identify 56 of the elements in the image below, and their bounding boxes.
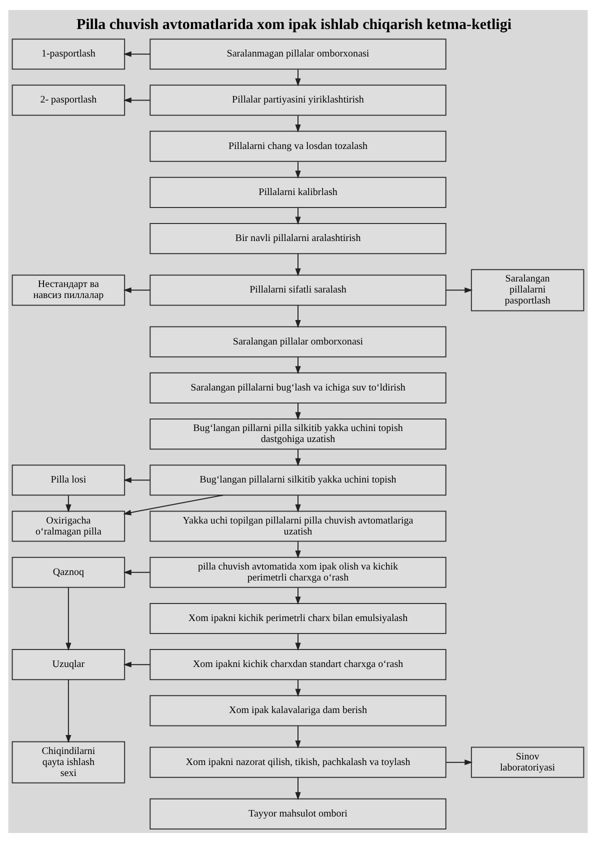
node-box: Pilla losi [12, 464, 126, 496]
arrow [295, 540, 301, 558]
node-box: Pillalar partiyasini yiriklashtirish [150, 84, 446, 116]
node-box: Sinov laboratoriyasi [470, 746, 584, 778]
arrow [295, 402, 301, 420]
node-box: Нестандарт ва навсиз пиллалар [12, 274, 126, 306]
node-box: Pillalarni chang va losdan tozalash [150, 130, 446, 162]
arrow [123, 569, 150, 575]
node-box: Qaznoq [12, 556, 126, 588]
arrow [295, 304, 301, 328]
arrow [123, 96, 150, 103]
arrow [295, 724, 301, 748]
node-box: Saralangan pillalar omborxonasi [150, 326, 446, 357]
node-box: Xom ipakni nazorat qilish, tikish, pachkalash va toylash [150, 746, 446, 778]
node-box: Xom ipak kalavalariga dam berish [150, 694, 446, 726]
node-box: Saralangan pillalarni pasportlash [470, 268, 584, 311]
arrow [66, 678, 72, 742]
node-box: Bug‘langan pillarni pilla silkitib yakka uchini topish dastgohiga uzatish [150, 418, 446, 450]
arrow [295, 252, 301, 276]
arrow [123, 286, 150, 292]
arrow [123, 476, 150, 482]
node-box: Oxirigacha o‘ralmagan pilla [12, 510, 126, 542]
node-box: Chiqindilarni qayta ishlash sexi [12, 740, 126, 783]
arrow [123, 50, 150, 56]
arrow [295, 206, 301, 224]
arrow [123, 661, 150, 667]
arrow [446, 286, 473, 292]
node-box: Uzuqlar [12, 648, 126, 680]
arrow [295, 356, 301, 374]
arrow [123, 494, 224, 515]
node-box: pilla chuvish avtomatida xom ipak olish va kichik perimetrli charxga o‘rash [150, 556, 446, 588]
arrow [295, 586, 301, 604]
node-box: Tayyor mahsulot ombori [150, 798, 446, 829]
arrow [295, 679, 301, 696]
node-box: Xom ipakni kichik perimetrli charx bilan emulsiyalash [150, 602, 446, 634]
node-box: Xom ipakni kichik charxdan standart charxga o‘rash [150, 648, 446, 680]
arrow [66, 586, 72, 650]
node-box: Pillalarni kalibrlash [150, 176, 446, 208]
arrow [295, 448, 301, 466]
arrow [295, 160, 301, 178]
node-box: Yakka uchi topilgan pillalarni pilla chuvish avtomatlariga uzatish [150, 510, 446, 542]
arrow [295, 632, 301, 650]
arrow [295, 114, 301, 132]
arrow [295, 68, 301, 86]
arrow [295, 494, 301, 512]
node-box: Bir navli pillalarni aralashtirish [150, 222, 446, 254]
node-box: 1-pasportlash [12, 38, 126, 70]
arrow [295, 776, 301, 800]
node-box: Saralangan pillalarni bug‘lash va ichiga suv to‘ldirish [150, 372, 446, 403]
arrow [66, 494, 72, 512]
node-box: Saralanmagan pillalar omborxonasi [150, 38, 446, 70]
node-box: 2- pasportlash [12, 84, 126, 116]
node-box: Bug‘langan pillalarni silkitib yakka uchini topish [150, 464, 446, 496]
node-box: Pillalarni sifatli saralash [150, 274, 446, 306]
diagram-title: Pilla chuvish avtomatlarida xom ipak ishlab chiqarish ketma-ketligi [76, 16, 512, 33]
arrow [446, 759, 473, 765]
